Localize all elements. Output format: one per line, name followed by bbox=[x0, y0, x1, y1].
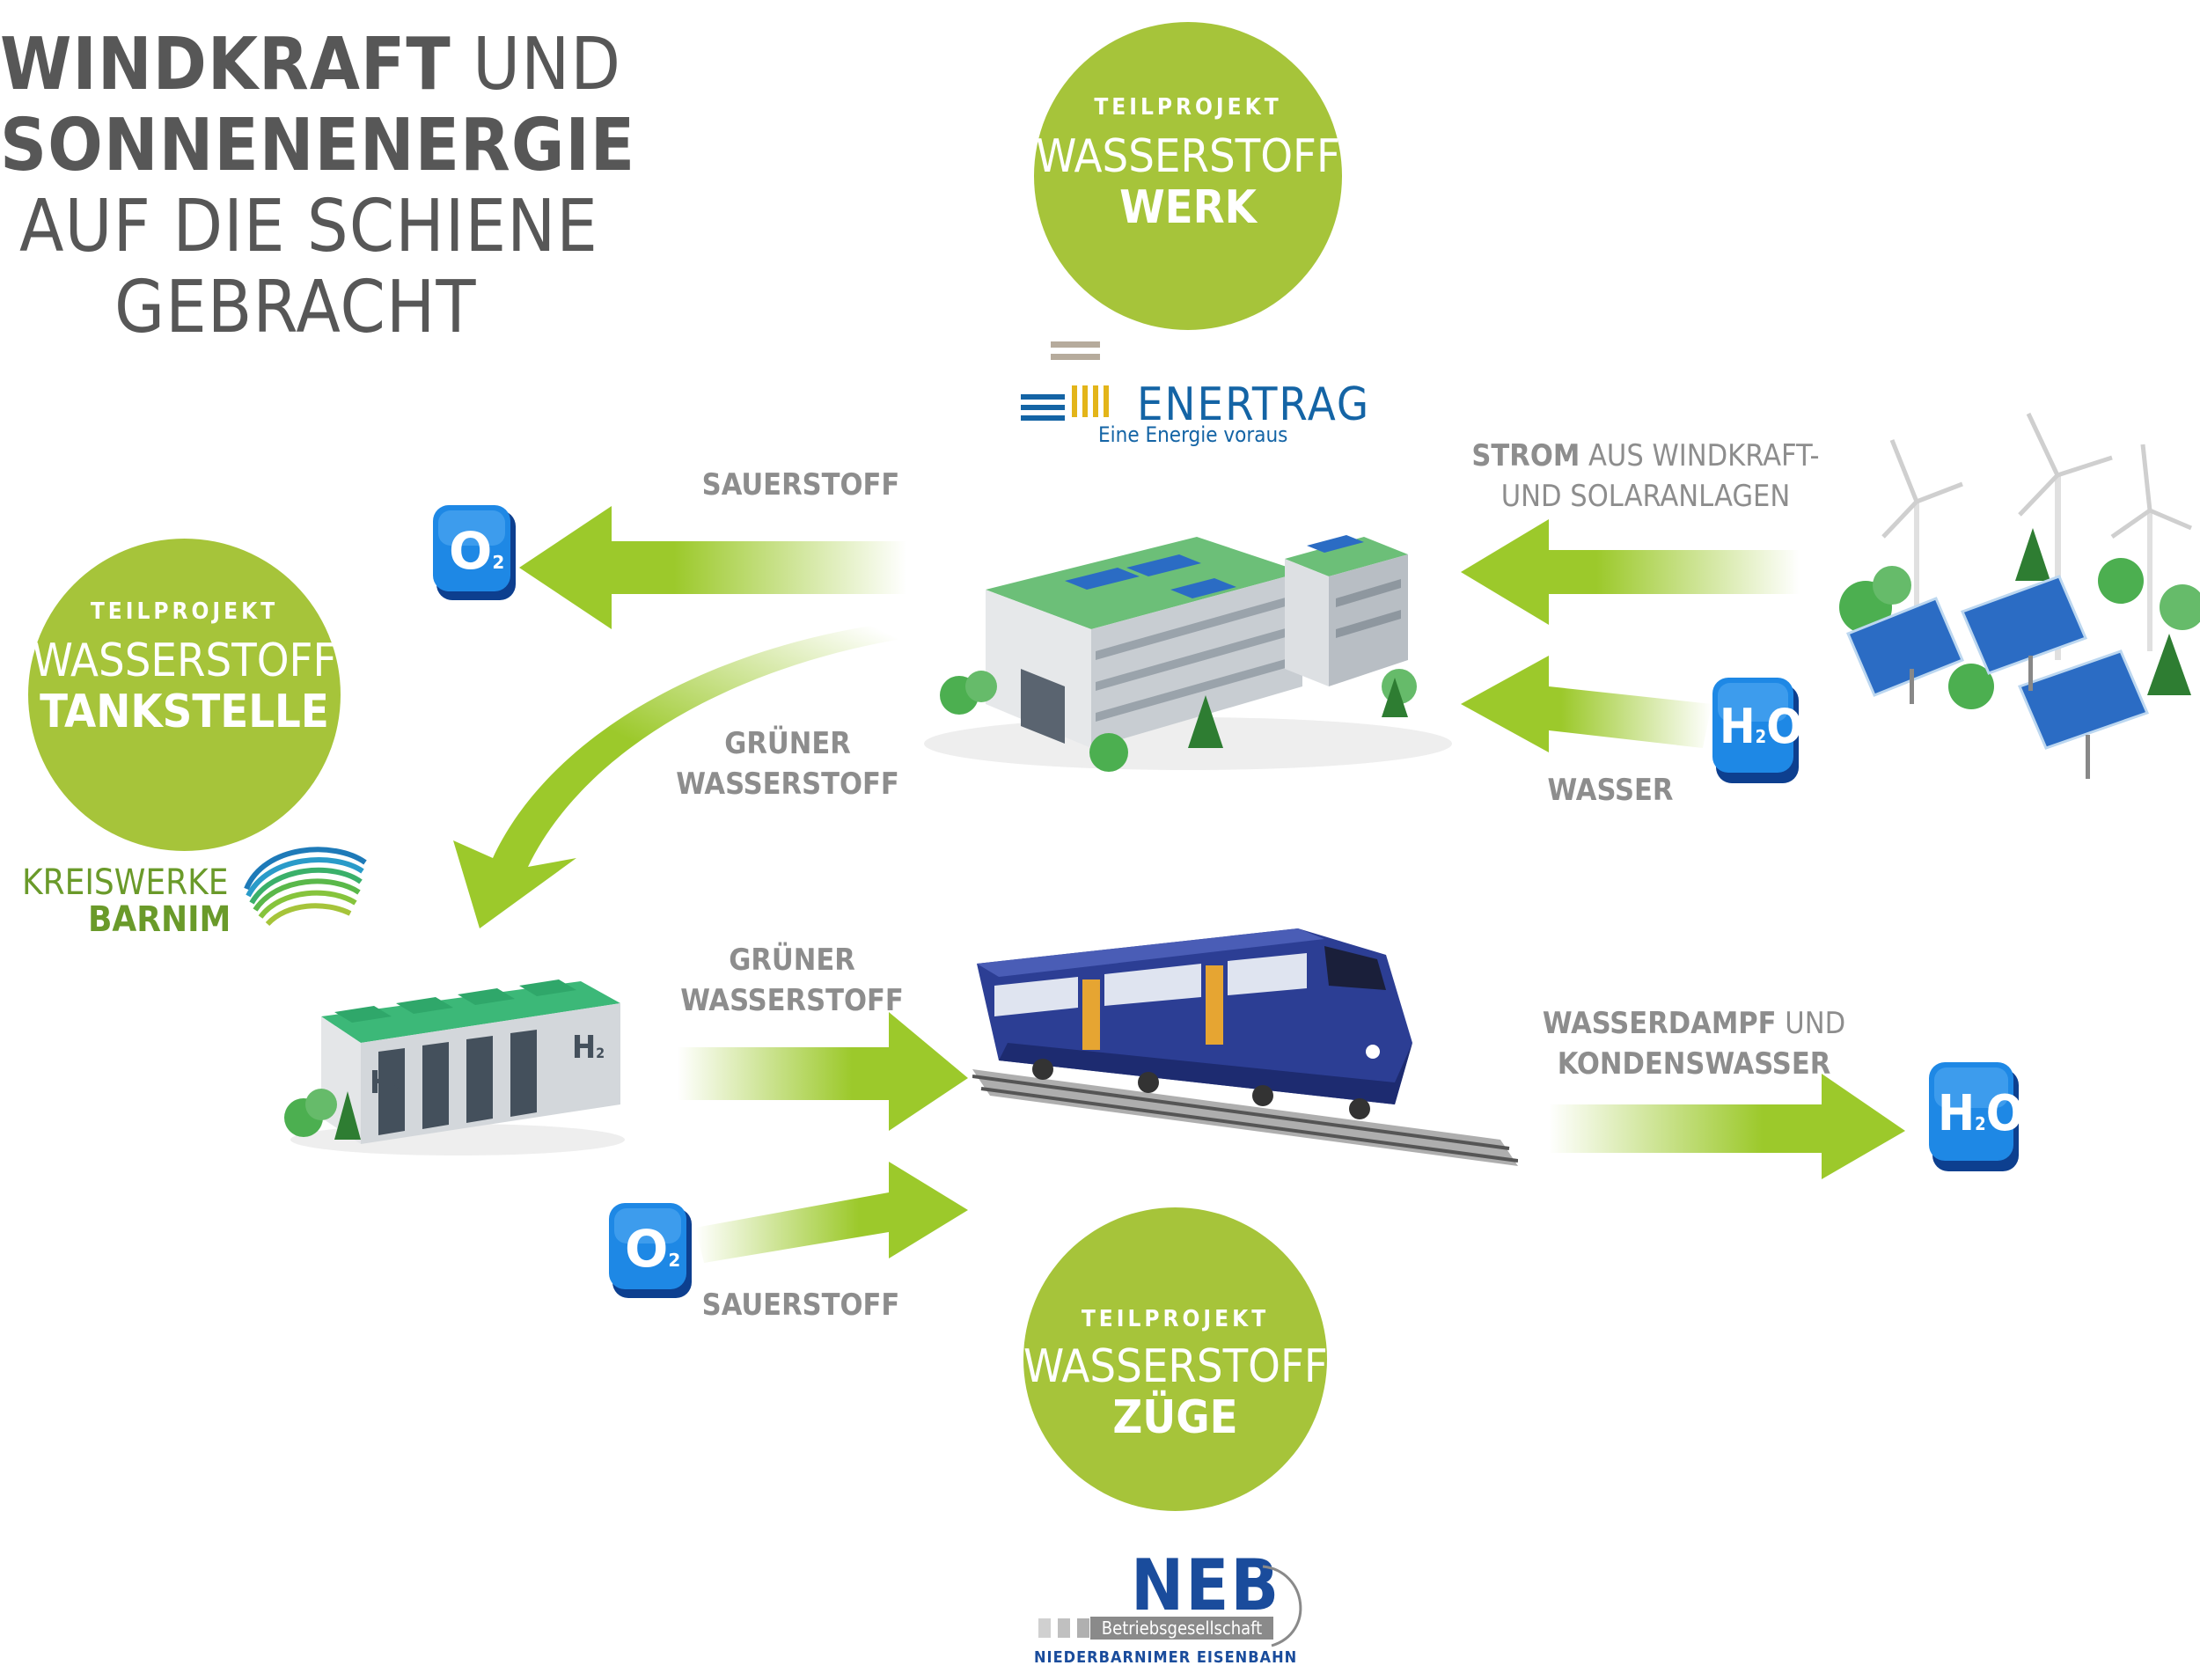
title-line4: GEBRACHT bbox=[114, 266, 477, 349]
title-line3: AUF DIE SCHIENE bbox=[19, 185, 598, 268]
h2-storage-h: H bbox=[370, 1065, 394, 1101]
h2-storage-icon: H2 H2 bbox=[282, 964, 634, 1157]
circle-werk-label3: WERK bbox=[1119, 181, 1257, 234]
page-title: WINDKRAFT UND SONNENENERGIE AUF DIE SCHI… bbox=[0, 25, 635, 348]
o2-cube-icon-bottom: O2 bbox=[605, 1201, 702, 1307]
label-strom: STROM AUS WINDKRAFT- UND SOLARANLAGEN bbox=[1452, 436, 1839, 517]
h2o-mid-h: H bbox=[1720, 699, 1756, 754]
h2o-right-h: H bbox=[1938, 1085, 1976, 1142]
o2-cube-icon: O2 bbox=[429, 503, 526, 609]
o2-bottom-o: O bbox=[625, 1219, 669, 1279]
label-gruener-2b: WASSERSTOFF bbox=[680, 983, 904, 1018]
enertrag-tagline: Eine Energie voraus bbox=[1098, 422, 1288, 447]
label-gruener-wasserstoff-2: GRÜNER WASSERSTOFF bbox=[673, 940, 911, 1021]
h2o-right-o: O bbox=[1985, 1085, 2024, 1142]
neb-curve-icon bbox=[1262, 1565, 1302, 1647]
arrow-strom bbox=[1461, 519, 1800, 625]
label-gruener-wasserstoff-1: GRÜNER WASSERSTOFF bbox=[669, 723, 906, 804]
circle-zuege-label2: WASSERSTOFF bbox=[1023, 1340, 1328, 1393]
o2-bottom-sub: 2 bbox=[668, 1250, 681, 1271]
title-line1-bold: WINDKRAFT bbox=[0, 23, 451, 106]
label-gruener-1a: GRÜNER bbox=[724, 726, 851, 761]
label-wasser: WASSER bbox=[1547, 773, 1674, 808]
neb-footer: NIEDERBARNIMER EISENBAHN bbox=[1034, 1648, 1298, 1667]
circle-tankstelle-label1: TEILPROJEKT bbox=[90, 598, 279, 625]
label-dampf-line2: KONDENSWASSER bbox=[1557, 1046, 1831, 1082]
h2-storage-label-left: H2 bbox=[370, 1065, 402, 1101]
enertrag-logo-mark bbox=[1021, 341, 1109, 421]
arrow-gruener-wasserstoff-curve bbox=[453, 620, 906, 928]
o2-top-o: O bbox=[449, 521, 493, 581]
arrow-wasser bbox=[1461, 656, 1712, 752]
label-sauerstoff-top: SAUERSTOFF bbox=[701, 467, 900, 503]
enertrag-logo: ENERTRAG Eine Energie voraus bbox=[1021, 341, 1368, 447]
enertrag-name: ENERTRAG bbox=[1137, 378, 1371, 431]
circle-zuege-label1: TEILPROJEKT bbox=[1081, 1306, 1270, 1332]
circle-werk-label1: TEILPROJEKT bbox=[1094, 94, 1282, 121]
h2o-cube-icon: H2O bbox=[1709, 676, 1806, 790]
factory-icon bbox=[924, 535, 1452, 772]
label-sauerstoff-bottom: SAUERSTOFF bbox=[701, 1288, 900, 1323]
o2-top-sub: 2 bbox=[492, 552, 505, 573]
label-dampf-bold: WASSERDAMPF bbox=[1542, 1006, 1777, 1041]
label-strom-rest: AUS WINDKRAFT- bbox=[1580, 438, 1820, 473]
arrow-sauerstoff-out bbox=[519, 506, 906, 629]
h2o-right-sub: 2 bbox=[1975, 1113, 1986, 1134]
h2o-cube-icon-right: H2O bbox=[1925, 1060, 2027, 1179]
kreiswerke-swoosh-icon bbox=[244, 847, 367, 927]
arrow-sauerstoff-in bbox=[695, 1162, 968, 1263]
h2-storage-sub2: 2 bbox=[596, 1045, 605, 1061]
circle-werk: TEILPROJEKT WASSERSTOFF WERK bbox=[1034, 22, 1342, 330]
wind-solar-park-icon bbox=[1839, 412, 2200, 779]
circle-tankstelle-label2: WASSERSTOFF bbox=[32, 635, 337, 687]
label-gruener-2a: GRÜNER bbox=[729, 943, 855, 978]
h2-storage-h2: H bbox=[572, 1030, 597, 1066]
h2-storage-sub: 2 bbox=[393, 1080, 403, 1097]
circle-zuege-label3: ZÜGE bbox=[1112, 1391, 1238, 1444]
h2o-mid-o: O bbox=[1766, 699, 1803, 754]
kreiswerke-line2: BARNIM bbox=[88, 899, 231, 940]
label-dampf-rest: UND bbox=[1776, 1006, 1846, 1041]
title-line2: SONNENENERGIE bbox=[0, 104, 636, 187]
arrow-wasserdampf bbox=[1549, 1074, 1905, 1179]
kreiswerke-logo: KREISWERKE BARNIM bbox=[18, 836, 370, 942]
train-icon bbox=[972, 928, 1518, 1166]
title-line1-rest: UND bbox=[451, 23, 622, 106]
label-wasserdampf: WASSERDAMPF UND KONDENSWASSER bbox=[1518, 1003, 1870, 1084]
circle-werk-label2: WASSERSTOFF bbox=[1036, 130, 1340, 183]
circle-tankstelle: TEILPROJEKT WASSERSTOFF TANKSTELLE bbox=[28, 539, 341, 851]
neb-sub: Betriebsgesellschaft bbox=[1090, 1617, 1273, 1640]
h2-storage-label-right: H2 bbox=[572, 1030, 605, 1066]
circle-zuege: TEILPROJEKT WASSERSTOFF ZÜGE bbox=[1023, 1207, 1328, 1511]
label-strom-bold: STROM bbox=[1471, 438, 1580, 473]
kreiswerke-line1: KREISWERKE bbox=[22, 862, 229, 903]
label-gruener-1b: WASSERSTOFF bbox=[676, 767, 899, 802]
neb-logo: NEB Betriebsgesellschaft NIEDERBARNIMER … bbox=[1034, 1544, 1333, 1676]
circle-tankstelle-label3: TANKSTELLE bbox=[40, 686, 329, 738]
h2o-mid-sub: 2 bbox=[1755, 726, 1767, 747]
label-strom-line2: UND SOLARANLAGEN bbox=[1500, 479, 1791, 514]
neb-squares bbox=[1038, 1618, 1126, 1640]
arrow-gruener-wasserstoff-train bbox=[678, 1012, 968, 1131]
neb-name: NEB bbox=[1131, 1544, 1281, 1626]
